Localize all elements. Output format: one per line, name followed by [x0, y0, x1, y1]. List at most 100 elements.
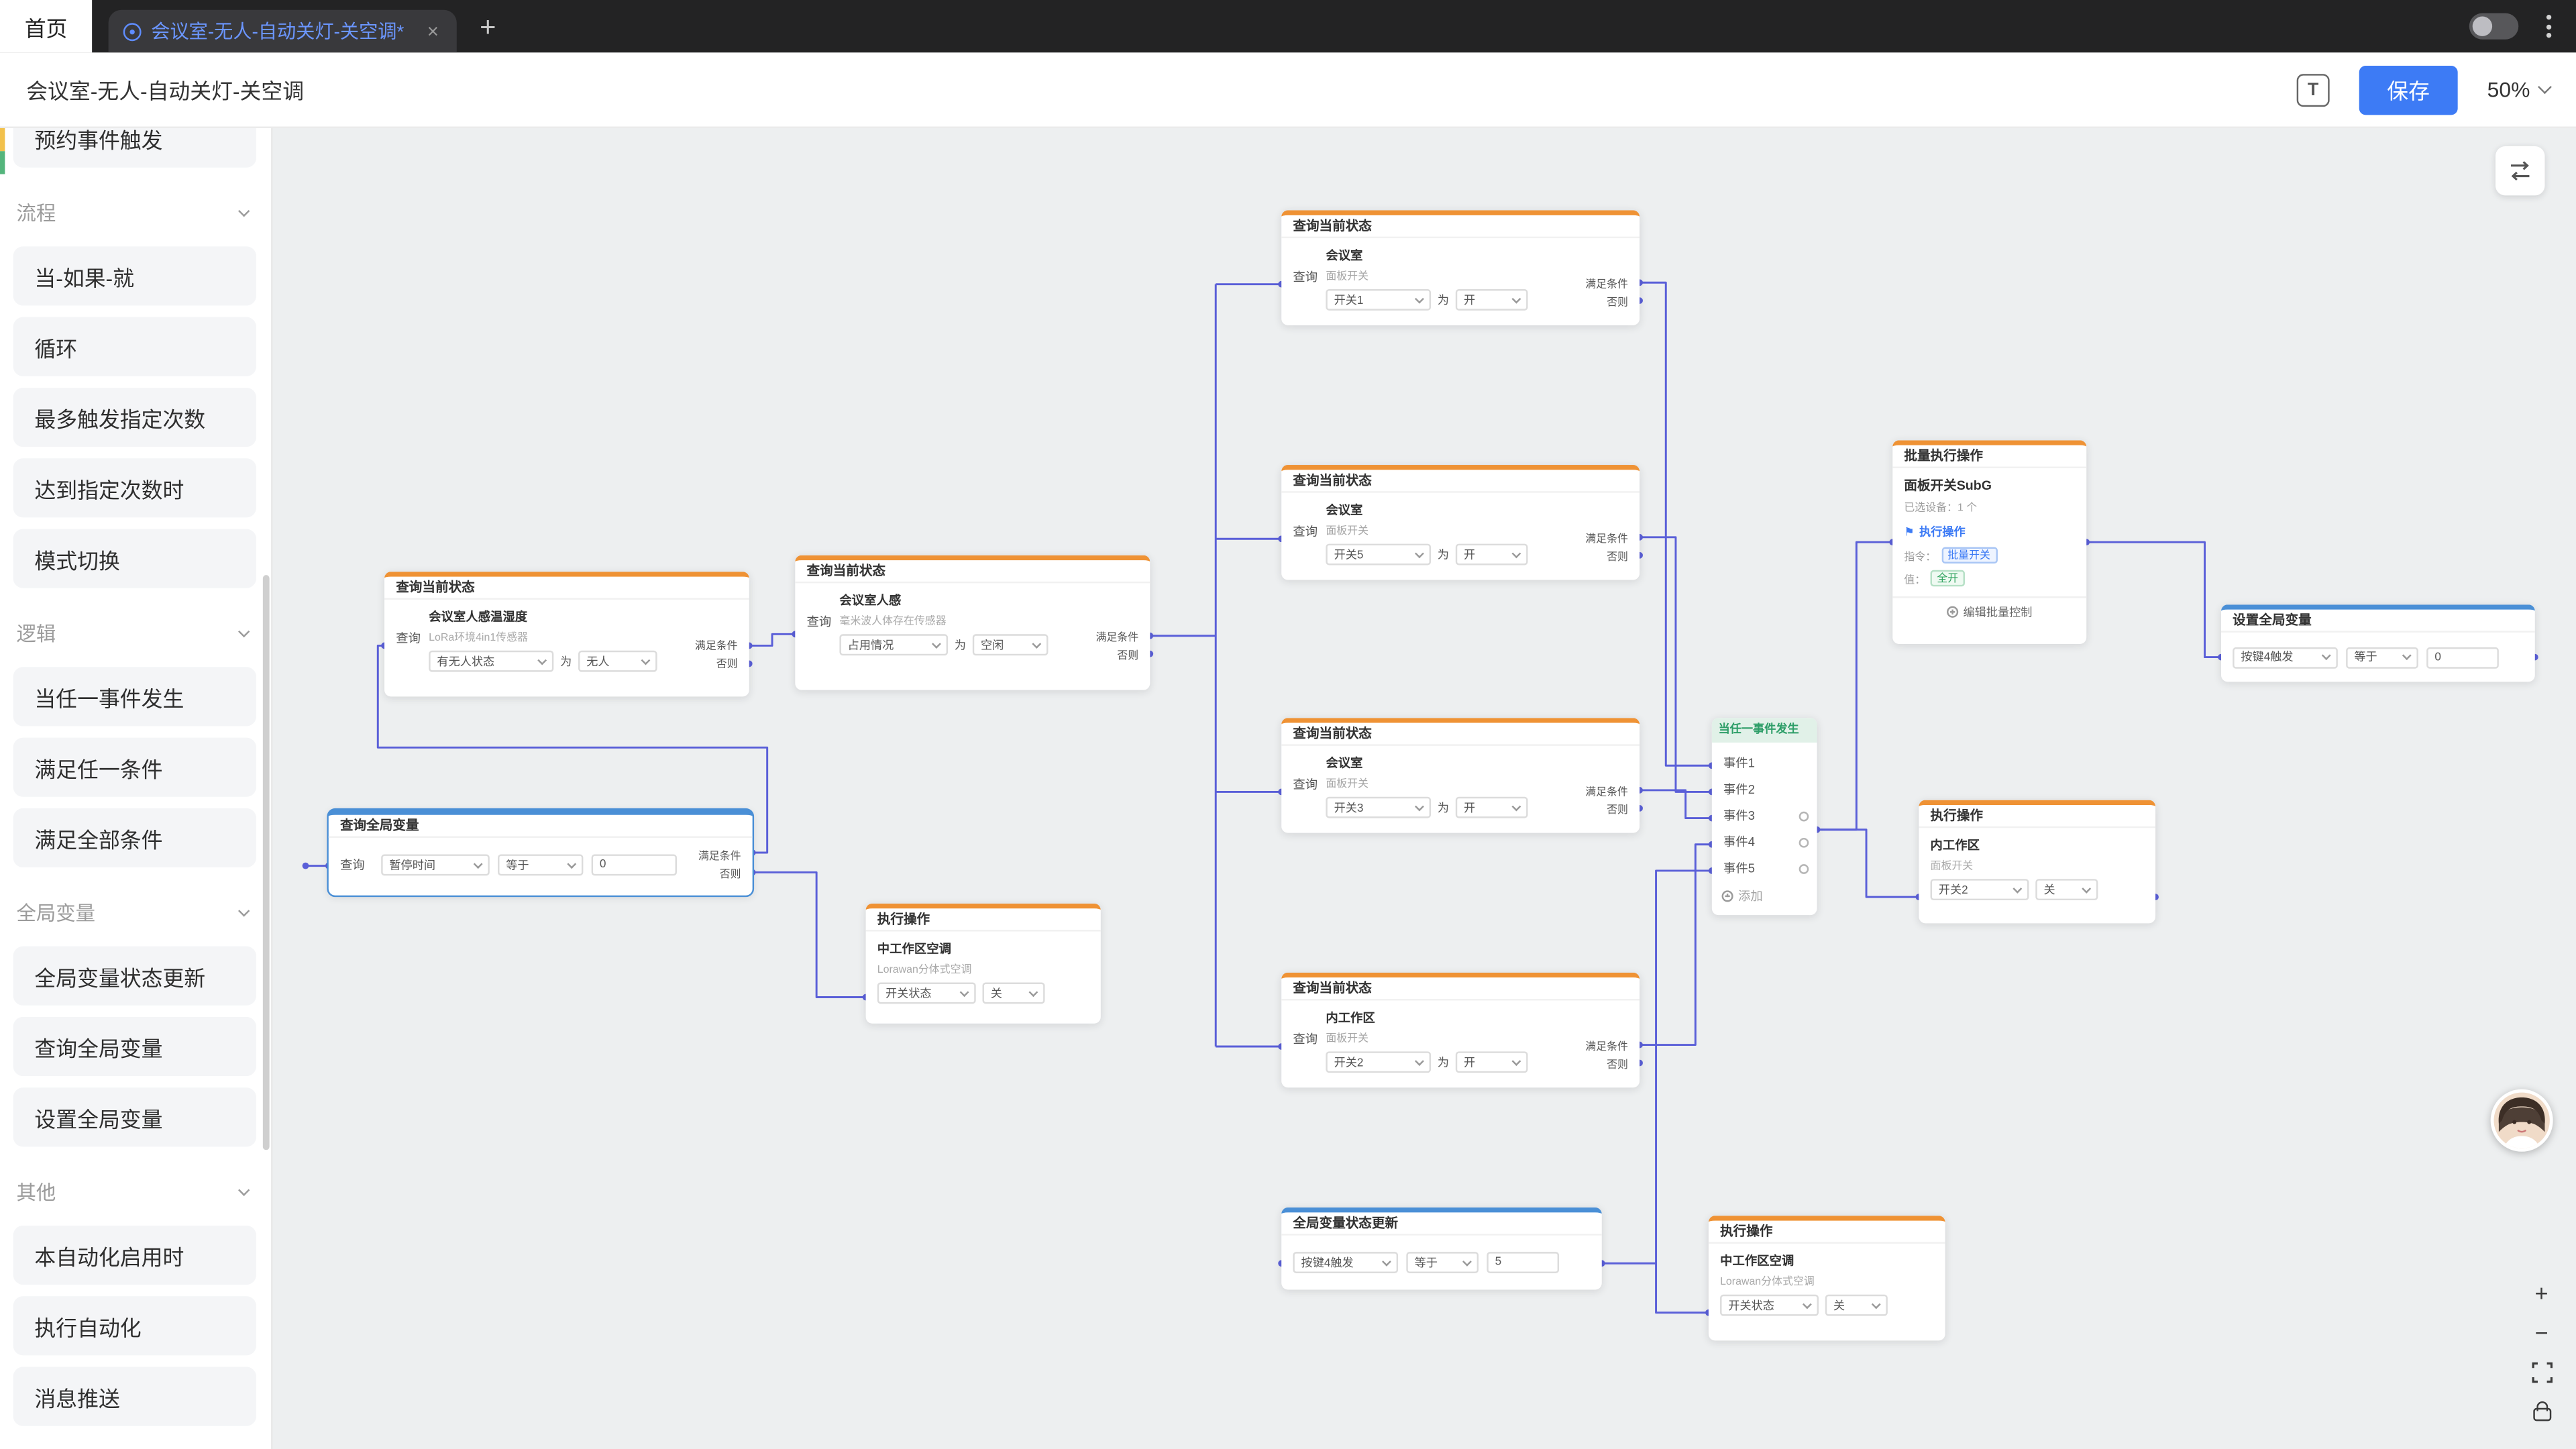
device-name: 内工作区	[1930, 837, 1980, 853]
remove-event-icon[interactable]	[1799, 811, 1809, 822]
sidebar-item-set-global-var[interactable]: 设置全局变量	[13, 1087, 257, 1147]
field-select[interactable]: 开关3	[1326, 796, 1432, 818]
node-any-event[interactable]: 当任一事件发生 事件1 事件2 事件3 事件4 事件5 添加	[1711, 718, 1817, 916]
sidebar-item-any-condition[interactable]: 满足任一条件	[13, 737, 257, 797]
value-select[interactable]: 开	[1455, 1051, 1528, 1073]
sidebar-item-message-push[interactable]: 消息推送	[13, 1366, 257, 1426]
flow-canvas[interactable]: 查询当前状态 查询 会议室人感温湿度 LoRa环境4in1传感器 有无人状态 为…	[272, 128, 2576, 1449]
chevron-down-icon	[1414, 801, 1424, 811]
field-select[interactable]: 有无人状态	[429, 650, 554, 672]
sidebar-item-automation-enabled[interactable]: 本自动化启用时	[13, 1225, 257, 1285]
node-query-switch-3[interactable]: 查询当前状态 查询 会议室 面板开关 开关3 为 开 满足条件否则	[1281, 718, 1640, 833]
zoom-out-button[interactable]: −	[2534, 1319, 2548, 1346]
field-select[interactable]: 开关1	[1326, 289, 1432, 311]
node-set-global-variable[interactable]: 设置全局变量 按键4触发 等于 0	[2221, 604, 2535, 682]
sidebar-scrollbar[interactable]	[262, 575, 270, 1150]
sidebar-item-if-then[interactable]: 当-如果-就	[13, 246, 257, 306]
variable-select[interactable]: 暂停时间	[381, 854, 490, 876]
field-select[interactable]: 开关5	[1326, 543, 1432, 566]
save-button[interactable]: 保存	[2359, 64, 2458, 115]
node-exec-ac-off[interactable]: 执行操作 中工作区空调 Lorawan分体式空调 开关状态 关	[865, 903, 1101, 1024]
sidebar-item-schedule-trigger[interactable]: 预约事件触发	[13, 128, 257, 168]
sidebar-item-loop[interactable]: 循环	[13, 317, 257, 376]
field-select[interactable]: 占用情况	[839, 634, 949, 656]
output-else-label: 否则	[1607, 551, 1628, 564]
event-port-3[interactable]: 事件3	[1712, 804, 1817, 830]
operator-select[interactable]: 等于	[1406, 1252, 1479, 1273]
edit-batch-control-button[interactable]: 编辑批量控制	[1904, 598, 2075, 626]
sidebar-item-all-conditions[interactable]: 满足全部条件	[13, 808, 257, 868]
chevron-down-icon	[537, 655, 547, 665]
value-select[interactable]: 无人	[578, 650, 657, 672]
node-query-switch-2[interactable]: 查询当前状态 查询 内工作区 面板开关 开关2 为 开 满足条件否则	[1281, 972, 1640, 1088]
node-query-global-variable[interactable]: 查询全局变量 查询 暂停时间 等于 0 满足条件否则	[328, 810, 753, 896]
new-tab-button[interactable]: +	[480, 10, 496, 42]
value-select[interactable]: 开	[1455, 289, 1528, 311]
assistant-avatar[interactable]	[2490, 1089, 2553, 1152]
operator-select[interactable]: 等于	[2346, 646, 2418, 668]
node-query-presence-sensor[interactable]: 查询当前状态 查询 会议室人感 毫米波人体存在传感器 占用情况 为 空闲 满足条…	[795, 555, 1150, 690]
sidebar-item-query-global-var[interactable]: 查询全局变量	[13, 1016, 257, 1077]
tab-close-icon[interactable]: ×	[427, 19, 439, 43]
zoom-in-button[interactable]: +	[2534, 1279, 2548, 1306]
output-ok-label: 满足条件	[1585, 279, 1628, 291]
more-menu-icon[interactable]	[2542, 10, 2557, 43]
sidebar-section-global-vars[interactable]: 全局变量	[16, 899, 250, 927]
zoom-select[interactable]: 50%	[2487, 77, 2552, 102]
node-query-switch-5[interactable]: 查询当前状态 查询 会议室 面板开关 开关5 为 开 满足条件否则	[1281, 465, 1640, 580]
sidebar-section-flow[interactable]: 流程	[16, 199, 250, 227]
sidebar-section-logic[interactable]: 逻辑	[16, 619, 250, 647]
fit-view-button[interactable]	[2525, 1357, 2558, 1387]
value-input[interactable]: 5	[1487, 1252, 1560, 1273]
sidebar-item-any-event[interactable]: 当任一事件发生	[13, 667, 257, 727]
operator-select[interactable]: 等于	[498, 854, 584, 876]
value-select[interactable]: 关	[2035, 879, 2098, 901]
lock-icon	[2532, 1400, 2551, 1421]
value-input[interactable]: 0	[591, 854, 677, 876]
node-exec-ac-off-bottom[interactable]: 执行操作 中工作区空调 Lorawan分体式空调 开关状态 关	[1708, 1216, 1945, 1341]
rename-icon[interactable]: T	[2296, 72, 2330, 106]
field-select[interactable]: 开关2	[1326, 1051, 1432, 1073]
add-event-button[interactable]: 添加	[1712, 882, 1817, 908]
node-query-switch-1[interactable]: 查询当前状态 查询 会议室 面板开关 开关1 为 开 满足条件否则	[1281, 210, 1640, 325]
auto-layout-button[interactable]	[2496, 146, 2545, 196]
device-subtitle: 面板开关	[1326, 271, 1369, 283]
value-select[interactable]: 关	[1825, 1294, 1888, 1316]
value-select[interactable]: 开	[1455, 543, 1528, 566]
lock-canvas-button[interactable]	[2525, 1397, 2558, 1426]
node-title: 执行操作	[1919, 805, 2156, 828]
node-query-env-sensor[interactable]: 查询当前状态 查询 会议室人感温湿度 LoRa环境4in1传感器 有无人状态 为…	[384, 572, 749, 697]
device-name: 会议室人感温湿度	[429, 609, 528, 625]
sidebar-item-max-trigger-count[interactable]: 最多触发指定次数	[13, 387, 257, 447]
sidebar-item-global-var-update[interactable]: 全局变量状态更新	[13, 946, 257, 1006]
edit-icon	[1947, 606, 1959, 618]
sidebar-item-mode-switch[interactable]: 模式切换	[13, 529, 257, 588]
variable-select[interactable]: 按键4触发	[1293, 1252, 1399, 1273]
event-port-5[interactable]: 事件5	[1712, 856, 1817, 882]
variable-select[interactable]: 按键4触发	[2233, 646, 2338, 668]
value-select[interactable]: 关	[982, 982, 1045, 1004]
field-select[interactable]: 开关2	[1930, 879, 2029, 901]
sidebar-item-run-automation[interactable]: 执行自动化	[13, 1296, 257, 1356]
field-select[interactable]: 开关状态	[1720, 1294, 1819, 1316]
remove-event-icon[interactable]	[1799, 864, 1809, 874]
node-global-variable-update[interactable]: 全局变量状态更新 按键4触发 等于 5	[1281, 1208, 1602, 1290]
value-select[interactable]: 空闲	[972, 634, 1049, 656]
node-exec-switch2-off[interactable]: 执行操作 内工作区 面板开关 开关2 关	[1919, 800, 2156, 924]
node-batch-execute[interactable]: 批量执行操作 面板开关SubG 已选设备：1 个 ⚑执行操作 指令：批量开关 值…	[1892, 440, 2087, 645]
node-title: 批量执行操作	[1892, 445, 2087, 468]
sidebar-item-reach-count[interactable]: 达到指定次数时	[13, 458, 257, 518]
document-tab[interactable]: 会议室-无人-自动关灯-关空调* ×	[108, 9, 457, 53]
event-port-4[interactable]: 事件4	[1712, 830, 1817, 856]
field-select[interactable]: 开关状态	[877, 982, 976, 1004]
event-port-1[interactable]: 事件1	[1723, 755, 1755, 771]
value-tag: 全开	[1930, 570, 1965, 587]
event-port-2[interactable]: 事件2	[1723, 782, 1755, 797]
home-tab[interactable]: 首页	[0, 0, 93, 53]
query-role-label: 查询	[1293, 269, 1318, 284]
sidebar-section-other[interactable]: 其他	[16, 1178, 250, 1206]
value-input[interactable]: 0	[2426, 646, 2499, 668]
theme-toggle[interactable]	[2469, 13, 2519, 40]
value-select[interactable]: 开	[1455, 796, 1528, 818]
remove-event-icon[interactable]	[1799, 837, 1809, 848]
